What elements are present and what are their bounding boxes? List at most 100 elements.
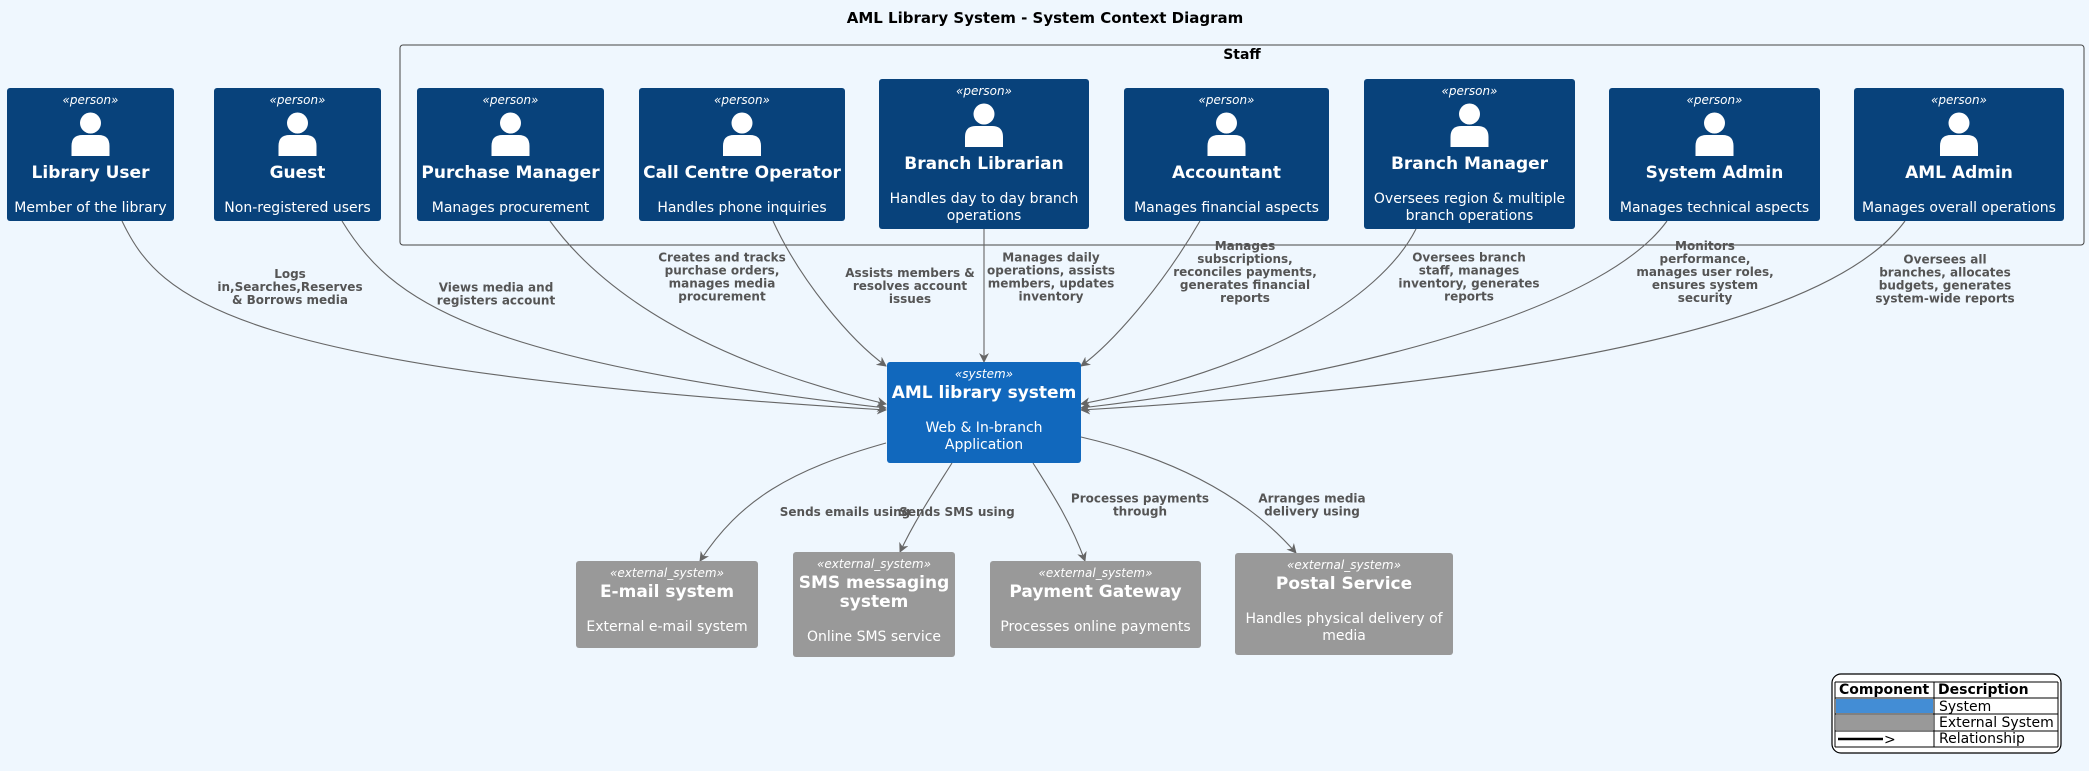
- staff-boundary: Staff: [399, 44, 2085, 246]
- relationship-arrow: [1080, 220, 1201, 367]
- relationship-label: reports: [1444, 290, 1494, 304]
- node-description: Manages overall operations: [1862, 200, 2056, 216]
- relationship-arrow: [1080, 228, 1417, 408]
- relationship-label: registers account: [437, 294, 556, 308]
- relationship-label: delivery using: [1264, 505, 1360, 519]
- node-description: Handles physical delivery of: [1245, 611, 1443, 627]
- node-name: Library User: [32, 163, 151, 183]
- stereotype-label: «person»: [270, 93, 326, 107]
- relationship-label: Manages daily: [1002, 251, 1100, 265]
- node-description: Processes online payments: [1000, 619, 1190, 635]
- relationship-arrow: [699, 442, 887, 562]
- stereotype-label: «person»: [1931, 93, 1987, 107]
- branch-librarian-box[interactable]: [879, 79, 1089, 229]
- node-description: media: [1322, 628, 1366, 644]
- relationship-label: Assists members &: [845, 266, 974, 280]
- relationship-label: Arranges media: [1258, 492, 1365, 506]
- relationship-arrow: [1080, 220, 1668, 412]
- relationship-label: issues: [889, 292, 931, 306]
- stereotype-label: «external_system»: [610, 566, 724, 580]
- node-description: Online SMS service: [807, 629, 941, 645]
- node-description: Non-registered users: [224, 200, 370, 216]
- relationship-label: generates financial: [1180, 278, 1310, 292]
- node-name: Payment Gateway: [1009, 582, 1181, 602]
- stereotype-label: «external_system»: [817, 557, 931, 571]
- stereotype-label: «person»: [1199, 93, 1255, 107]
- relationship-arrow: [772, 220, 887, 367]
- node-name: Postal Service: [1276, 574, 1412, 594]
- legend-header-description: Description: [1938, 682, 2029, 698]
- node-description: Manages procurement: [432, 200, 590, 216]
- aml-library-system-box[interactable]: [887, 362, 1081, 463]
- relationship-arrow: [121, 220, 887, 415]
- staff-boundary-label: Staff: [1223, 47, 1261, 63]
- legend-label-relationship: Relationship: [1939, 731, 2025, 747]
- stereotype-label: «person»: [63, 93, 119, 107]
- relationship-aml-library-system-to-sms-messaging-system: Sends SMS using: [899, 462, 1015, 553]
- relationship-label: ensures system: [1652, 278, 1758, 292]
- legend-label-system: System: [1939, 699, 1991, 715]
- relationship-label: branches, allocates: [1879, 266, 2011, 280]
- node-name: AML Admin: [1905, 163, 2013, 183]
- relationship-label: resolves account: [853, 279, 967, 293]
- stereotype-label: «person»: [1687, 93, 1743, 107]
- node-name: system: [840, 592, 909, 612]
- sms-messaging-system-system[interactable]: «external_system»SMS messagingsystemOnli…: [793, 552, 955, 657]
- node-name: Guest: [270, 163, 326, 183]
- relationship-label: Processes payments: [1071, 492, 1209, 506]
- email-system-box[interactable]: [576, 561, 758, 648]
- relationship-label: reconciles payments,: [1173, 265, 1317, 279]
- node-name: Branch Manager: [1391, 154, 1549, 174]
- relationship-label: security: [1678, 291, 1733, 305]
- branch-manager-box[interactable]: [1364, 79, 1575, 229]
- relationship-aml-library-system-to-email-system: Sends emails using: [699, 442, 910, 562]
- sms-messaging-system-box[interactable]: [793, 552, 955, 657]
- legend-swatch-external: [1836, 715, 1933, 730]
- relationship-label: operations, assists: [987, 264, 1115, 278]
- relationship-label: Sends emails using: [780, 505, 910, 519]
- node-description: Handles day to day branch: [890, 191, 1079, 207]
- relationship-label: Monitors: [1675, 239, 1735, 253]
- stereotype-label: «system»: [955, 367, 1013, 381]
- relationship-label: Oversees all: [1903, 253, 1986, 267]
- relationship-label: members, updates: [988, 277, 1115, 291]
- relationship-label: through: [1113, 505, 1167, 519]
- postal-service-box[interactable]: [1235, 553, 1453, 655]
- node-description: Manages financial aspects: [1134, 200, 1319, 216]
- relationship-label: procurement: [678, 290, 766, 304]
- payment-gateway-system[interactable]: «external_system»Payment GatewayProcesse…: [990, 561, 1201, 648]
- node-description: Manages technical aspects: [1620, 200, 1809, 216]
- relationship-label: inventory, generates: [1398, 277, 1539, 291]
- relationship-arrow: [1080, 436, 1297, 554]
- node-description: External e-mail system: [586, 619, 747, 635]
- relationship-label: Oversees branch: [1412, 251, 1526, 265]
- relationship-label: reports: [1220, 291, 1270, 305]
- node-name: Call Centre Operator: [643, 163, 841, 183]
- node-description: Web & In-branch: [925, 420, 1042, 436]
- node-name: Branch Librarian: [904, 154, 1063, 174]
- payment-gateway-box[interactable]: [990, 561, 1201, 648]
- node-description: operations: [947, 208, 1022, 224]
- relationship-label: Logs: [274, 267, 306, 281]
- relationship-arrow: [341, 220, 887, 412]
